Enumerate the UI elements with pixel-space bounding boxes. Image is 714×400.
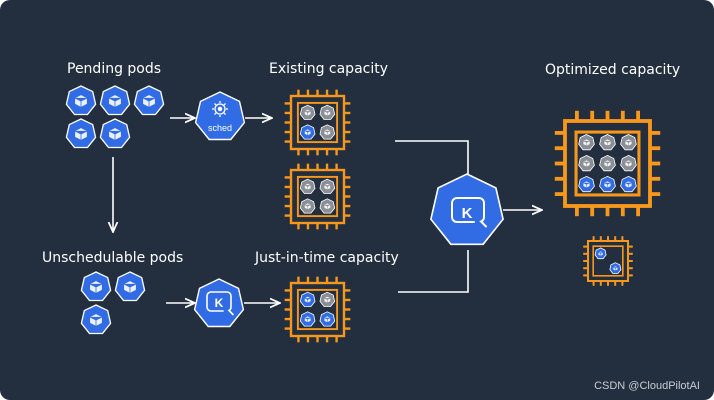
pending-pod xyxy=(99,85,131,116)
chip-pod xyxy=(319,124,336,140)
label-optimized-capacity: Optimized capacity xyxy=(545,62,681,78)
chip-pod xyxy=(299,311,316,327)
line-jit-to-karpenter xyxy=(398,250,469,293)
pending-pod xyxy=(133,85,165,116)
unschedulable-pod xyxy=(80,304,112,335)
chip-pod xyxy=(299,104,316,120)
chip-pod xyxy=(620,154,637,172)
line-existing-to-karpenter xyxy=(395,140,469,175)
chip-pod xyxy=(609,262,622,274)
chip-pod xyxy=(578,134,595,151)
connectors xyxy=(113,118,542,303)
label-existing-capacity: Existing capacity xyxy=(269,61,389,77)
chip-pod xyxy=(599,175,616,193)
kube-scheduler-icon: sched xyxy=(194,91,246,141)
watermark: CSDN @CloudPilotAI xyxy=(594,380,700,392)
karpenter-icon-small: K xyxy=(193,278,245,328)
chip-pod xyxy=(594,247,607,260)
chip-pod xyxy=(319,198,336,214)
jit-chip xyxy=(284,276,351,343)
pending-pod xyxy=(65,85,97,116)
chip-pod xyxy=(620,175,637,193)
unschedulable-pod xyxy=(80,271,112,302)
karpenter-small-label: K xyxy=(215,296,224,310)
chip-pod xyxy=(319,311,336,327)
pods-layer xyxy=(65,85,165,335)
sched-label: sched xyxy=(208,123,232,133)
karpenter-icon-large: K xyxy=(430,173,504,246)
chip-pod xyxy=(299,198,316,214)
chip-pod xyxy=(578,154,595,172)
chip-pod xyxy=(299,124,316,140)
chip-pod xyxy=(319,291,336,307)
karpenter-large-label: K xyxy=(462,205,473,222)
label-jit-capacity: Just-in-time capacity xyxy=(255,250,399,266)
chip-pod xyxy=(319,104,336,120)
optimized-chip-large xyxy=(554,110,661,217)
unschedulable-pod xyxy=(114,271,146,302)
chip-pod xyxy=(299,291,316,307)
existing-chip-2 xyxy=(284,163,351,230)
pending-pod xyxy=(65,118,97,149)
existing-chip-1 xyxy=(284,89,351,156)
chip-pod xyxy=(578,175,595,193)
chips-layer xyxy=(284,89,661,343)
pending-pod xyxy=(99,118,131,149)
chip-pod xyxy=(599,134,616,151)
optimized-chip-small xyxy=(583,236,633,286)
chip-pod xyxy=(599,154,616,172)
chip-pod xyxy=(299,178,316,194)
label-pending-pods: Pending pods xyxy=(67,61,162,77)
chip-pod xyxy=(319,178,336,194)
label-unschedulable-pods: Unschedulable pods xyxy=(42,250,184,266)
chip-pod xyxy=(620,134,637,151)
